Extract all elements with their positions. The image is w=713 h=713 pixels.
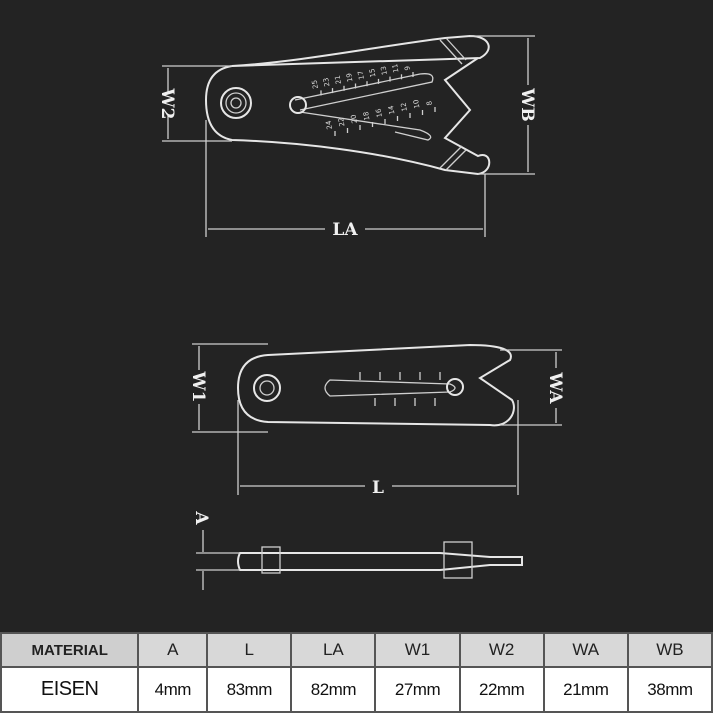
table-cell: 38mm (626, 666, 713, 713)
dim-l: L (237, 400, 519, 498)
dim-w1: W1 (188, 343, 268, 433)
scale-upper-label: 23 (322, 77, 331, 87)
scale-upper-label: 17 (357, 70, 366, 80)
scale-lower-label: 8 (425, 100, 434, 106)
column-header: WB (626, 632, 713, 668)
scale-lower-label: 12 (400, 102, 409, 112)
dim-wb: WB (470, 35, 537, 175)
dim-w2: W2 (157, 65, 232, 142)
scale-lower-label: 14 (387, 104, 397, 115)
tool-top-view (204, 34, 491, 176)
column-header: WA (542, 632, 629, 668)
upper-jaw-outline (231, 34, 490, 67)
column-header: A (137, 632, 209, 668)
table-cell: 27mm (374, 666, 461, 713)
label-wa: WA (545, 371, 565, 404)
scale-lower-label: 16 (374, 107, 384, 118)
scale-upper-label: 19 (345, 72, 354, 82)
table-cell: EISEN (0, 666, 140, 713)
scale-upper-label: 21 (334, 75, 343, 85)
label-a: A (191, 510, 211, 525)
scale-lower-label: 24 (324, 119, 334, 130)
scale-lower-label: 18 (362, 111, 371, 121)
dim-wa: WA (500, 349, 565, 426)
tool-side-view (237, 541, 523, 579)
table-cell: 82mm (290, 666, 377, 713)
tool-closed-view (236, 343, 515, 427)
label-l: L (372, 478, 384, 498)
scale-lower-label: 22 (337, 117, 346, 127)
label-wb: WB (517, 87, 537, 121)
scale-upper-label: 15 (368, 68, 377, 78)
scale-upper-label: 11 (391, 63, 400, 73)
scale-lower-label: 20 (350, 114, 359, 124)
label-la: LA (332, 220, 358, 240)
scale-upper-label: 25 (311, 79, 320, 89)
column-header: W1 (374, 632, 461, 668)
table-cell: 83mm (206, 666, 293, 713)
table-cell: 4mm (137, 666, 209, 713)
scale-upper-label: 13 (380, 65, 389, 75)
scale-upper-label: 9 (403, 65, 412, 71)
column-header: W2 (458, 632, 545, 668)
column-header: L (206, 632, 293, 668)
label-w2: W2 (157, 88, 177, 120)
column-header: MATERIAL (0, 632, 140, 668)
table-cell: 21mm (542, 666, 629, 713)
label-w1: W1 (188, 371, 208, 403)
scale-lower-label: 10 (412, 99, 421, 109)
dim-a: A (191, 510, 240, 590)
table-cell: 22mm (458, 666, 545, 713)
column-header: LA (290, 632, 377, 668)
dim-la: LA (205, 120, 486, 240)
